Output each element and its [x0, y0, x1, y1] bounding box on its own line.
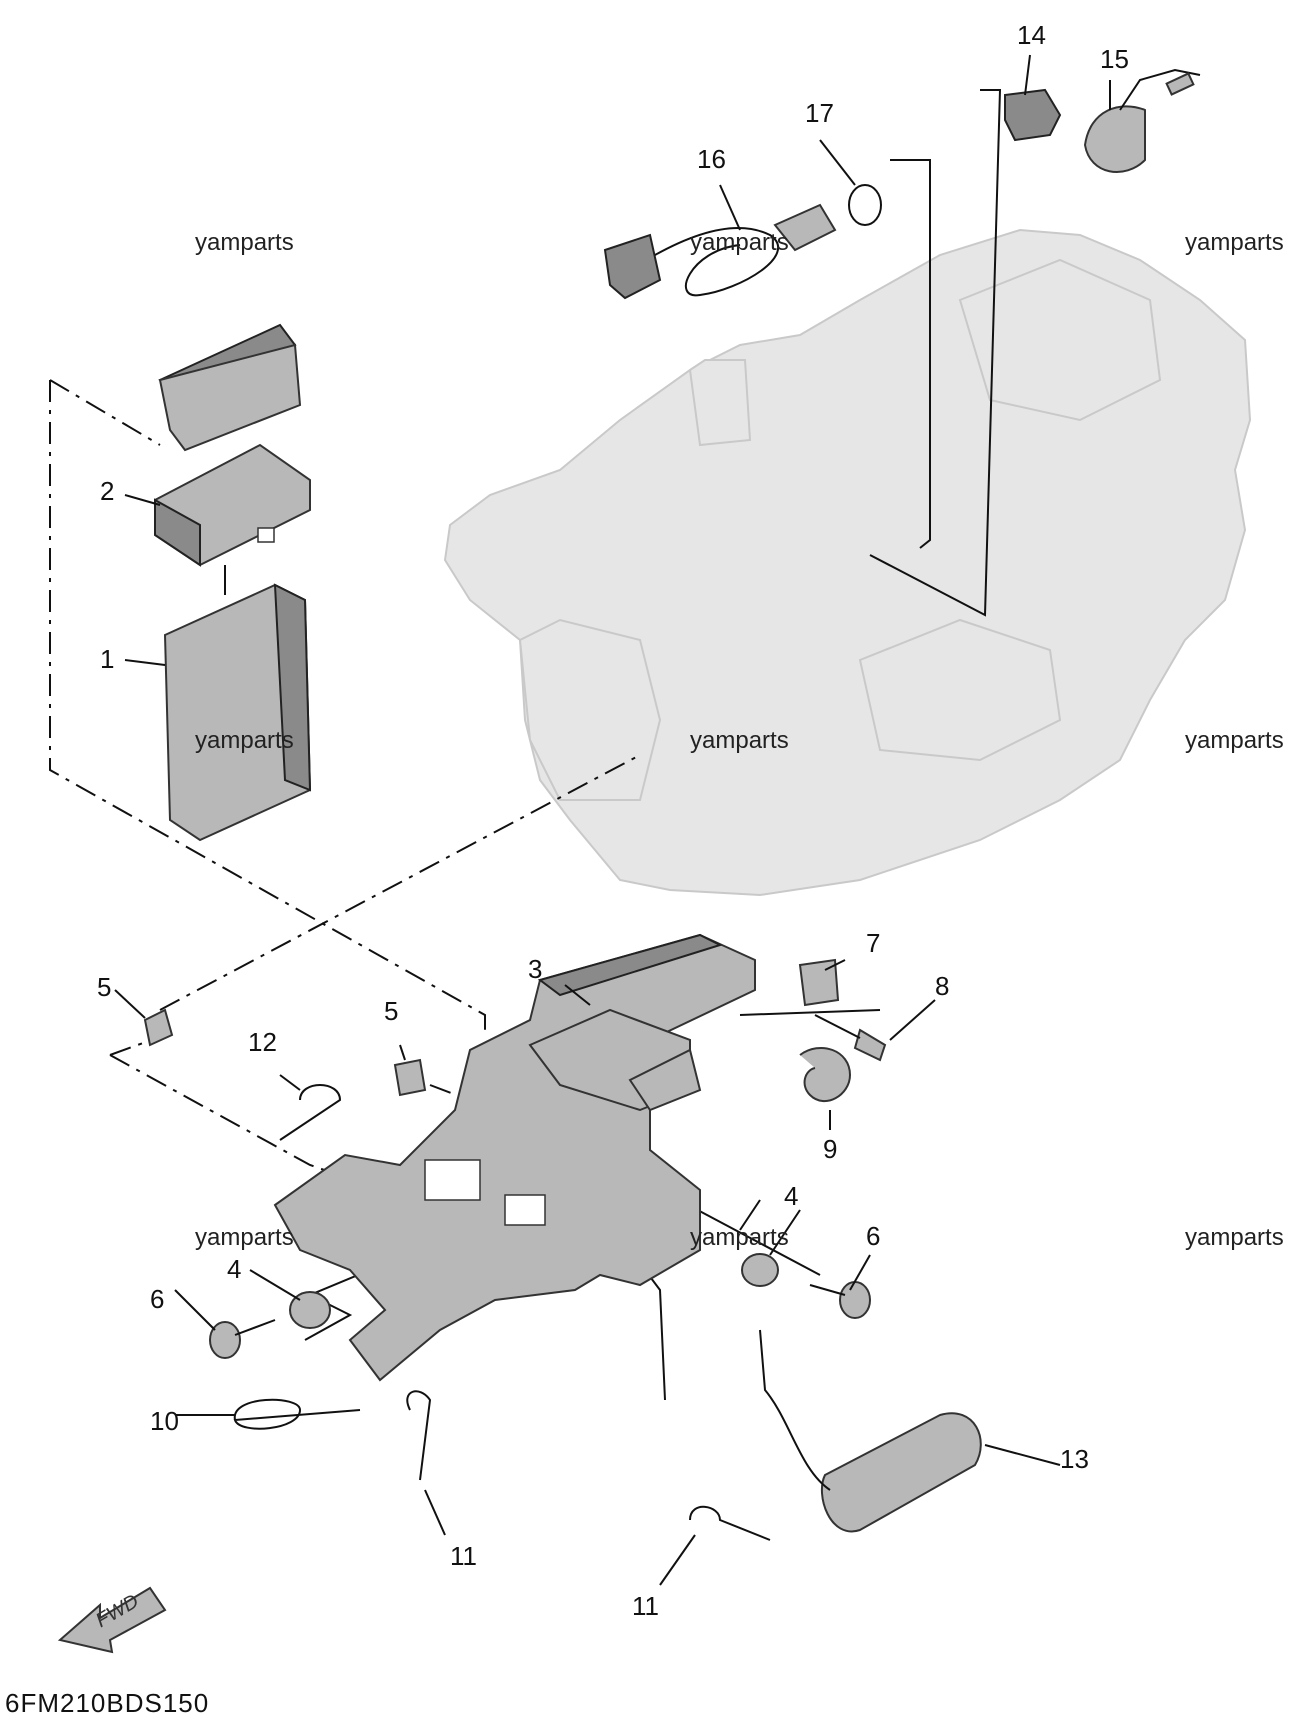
- watermark: yamparts: [690, 1224, 789, 1251]
- leader-lines: [114, 54, 1111, 1586]
- callout-labels: 1 2 3 4 4 5 5 6 6 7 8 9 10 11 11 12 13 1…: [97, 20, 1129, 1621]
- part-6-bolt: [209, 1319, 276, 1359]
- watermark: yamparts: [1185, 229, 1284, 256]
- watermarks: yamparts yamparts yamparts yamparts yamp…: [195, 229, 1284, 1251]
- callout-5: 5: [97, 972, 111, 1002]
- part-3-bracket: [273, 933, 756, 1382]
- part-16-sensor-harness: [603, 203, 837, 300]
- callout-6: 6: [150, 1284, 164, 1314]
- callout-11: 11: [450, 1541, 477, 1571]
- part-12-tie: [279, 1084, 342, 1141]
- watermark: yamparts: [1185, 1224, 1284, 1251]
- part-7-plate: [798, 958, 840, 1007]
- callout-10: 10: [150, 1406, 179, 1436]
- callout-16: 16: [697, 144, 726, 174]
- part-11-tie: [689, 1505, 771, 1541]
- watermark: yamparts: [1185, 727, 1284, 754]
- part-4-grommet: [741, 1253, 779, 1287]
- callout-3: 3: [528, 954, 542, 984]
- callout-15: 15: [1100, 44, 1129, 74]
- engine-block-ghost: [443, 228, 1252, 897]
- callout-4: 4: [784, 1181, 798, 1211]
- watermark: yamparts: [690, 229, 789, 256]
- diagram-code: 6FM210BDS150: [5, 1688, 209, 1718]
- part-13-condenser: [759, 1329, 982, 1533]
- callout-17: 17: [805, 98, 834, 128]
- part-11-tie: [406, 1390, 432, 1481]
- part-8-bolt: [814, 1014, 887, 1062]
- watermark: yamparts: [195, 229, 294, 256]
- callout-9: 9: [823, 1134, 837, 1164]
- part-17-o-ring: [848, 184, 882, 226]
- callout-12: 12: [248, 1027, 277, 1057]
- watermark: yamparts: [195, 727, 294, 754]
- callout-5: 5: [384, 996, 398, 1026]
- callout-13: 13: [1060, 1444, 1089, 1474]
- part-10-tie-band: [233, 1398, 361, 1430]
- callout-8: 8: [935, 971, 949, 1001]
- callout-4: 4: [227, 1254, 241, 1284]
- callout-11: 11: [632, 1591, 659, 1621]
- callout-1: 1: [100, 644, 114, 674]
- callout-14: 14: [1017, 20, 1046, 50]
- part-1-ecu: [163, 583, 312, 842]
- part-14-switch: [1004, 88, 1062, 142]
- fwd-arrow-icon: FWD: [57, 1586, 167, 1654]
- part-5-grommet: [393, 1058, 427, 1097]
- callout-7: 7: [866, 928, 880, 958]
- watermark: yamparts: [690, 727, 789, 754]
- callout-2: 2: [100, 476, 114, 506]
- callout-6: 6: [866, 1221, 880, 1251]
- part-15-cap: [1083, 68, 1201, 173]
- part-9-clamp: [799, 1046, 852, 1102]
- part-4-grommet: [289, 1291, 331, 1329]
- watermark: yamparts: [195, 1224, 294, 1251]
- part-6-bolt: [809, 1281, 871, 1319]
- part-5-grommet: [143, 1008, 174, 1047]
- part-2-ecu-holder: [154, 323, 311, 567]
